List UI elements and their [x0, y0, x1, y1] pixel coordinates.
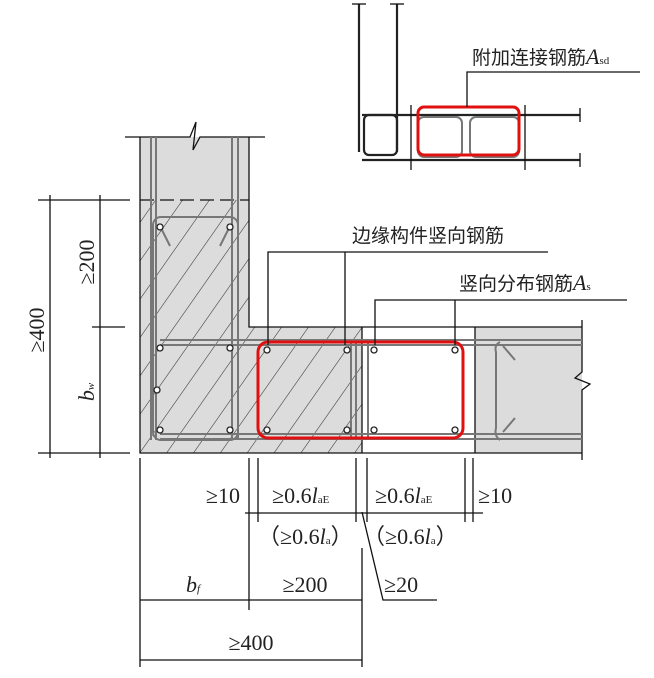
left-dimensions: ≥400 ≥200 bw: [24, 195, 130, 458]
distributed-rebar-label-group: 竖向分布钢筋As: [374, 270, 627, 345]
rebar-dots: [153, 223, 459, 434]
inset-stirrup: [362, 113, 399, 157]
dimension-lap-right-alt: （≥0.6la）: [363, 524, 458, 549]
leader-line: [466, 71, 640, 107]
dimension-left-total: ≥400: [24, 307, 49, 352]
dimension-bw: bw: [74, 382, 99, 401]
dimension-bottom-total: ≥400: [228, 630, 273, 655]
dimension-cover-left: ≥10: [206, 483, 240, 508]
vertical-distributed-rebar-label: 竖向分布钢筋As: [459, 270, 591, 295]
dimension-bf: bf: [186, 572, 202, 597]
dimension-left-upper: ≥200: [74, 239, 99, 284]
break-line: [125, 121, 265, 151]
bottom-dimensions: ≥10 ≥0.6laE ≥0.6laE ≥10 （≥0.6la） （≥0.6la…: [139, 458, 512, 667]
additional-connection-rebar-highlight: [416, 105, 521, 157]
hatched-edge-member: [140, 200, 249, 453]
tie-bar: [494, 341, 501, 441]
edge-member-label-group: 边缘构件竖向钢筋: [267, 225, 548, 345]
dimension-flange-extension: ≥200: [282, 572, 327, 597]
dimension-cover-right: ≥10: [478, 483, 512, 508]
edge-member-highlight: [256, 340, 465, 440]
inset-stirrup: [469, 116, 520, 158]
wall-section: [125, 121, 592, 460]
dimension-lap-right: ≥0.6laE: [375, 483, 433, 508]
dimension-lap-left-alt: （≥0.6la）: [258, 524, 353, 549]
dimension-lap-left: ≥0.6laE: [272, 483, 330, 508]
break-line: [573, 320, 592, 460]
inset-stirrup: [417, 116, 463, 158]
edge-member-vertical-rebar-label: 边缘构件竖向钢筋: [352, 225, 504, 247]
inset-label: 附加连接钢筋Asd: [472, 44, 610, 69]
connection-inset: 附加连接钢筋Asd: [352, 3, 640, 170]
dimension-gap: ≥20: [384, 572, 418, 597]
